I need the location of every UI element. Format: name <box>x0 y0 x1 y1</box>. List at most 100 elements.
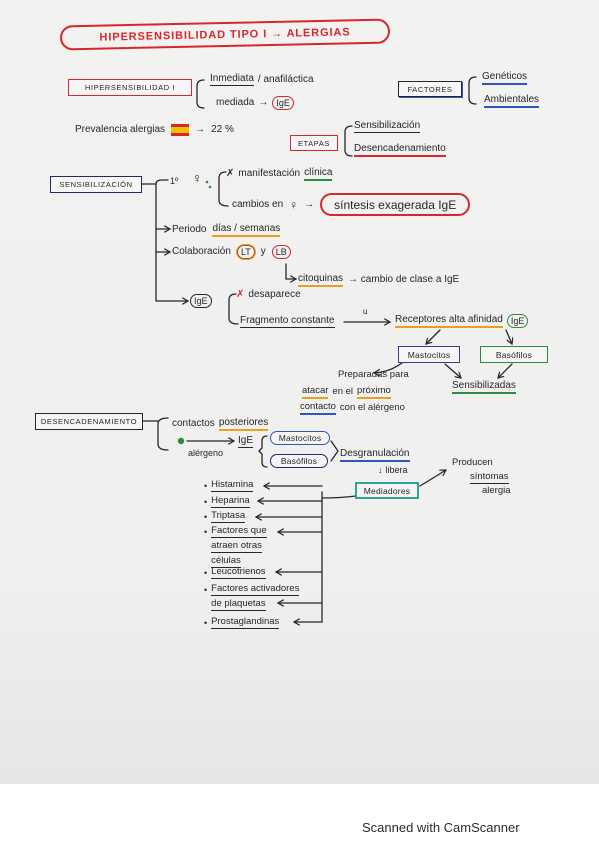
mediador-factores-line: Factores que <box>211 525 267 538</box>
link-mediadores-list <box>321 495 357 499</box>
desaparece-text: desaparece <box>248 289 301 300</box>
list-item: • Prostaglandinas <box>204 616 280 631</box>
sensibilizacion-box: SENSIBILIZACIÓN <box>50 176 142 193</box>
bullet-icon: • <box>204 585 208 595</box>
manifestacion-text: manifestación <box>238 168 301 179</box>
arrow-preparadas <box>374 362 403 373</box>
ige-node: IgE <box>190 294 212 308</box>
etapa-desencadenamiento: Desencadenamiento <box>354 143 446 157</box>
anafilactica-text: / anafiláctica <box>257 73 314 85</box>
branch-first <box>155 179 169 185</box>
inmediata-text: Inmediata <box>210 73 254 86</box>
factores-box: FACTORES <box>398 81 462 97</box>
basofilos-oval: Basófilos <box>270 454 328 468</box>
desgranulacion-text: Desgranulación <box>340 448 410 462</box>
arrow-icon: → <box>304 198 315 210</box>
bullet-icon: • <box>204 568 208 578</box>
posteriores-text: posteriores <box>218 417 269 431</box>
contacto-row: contacto con el alérgeno <box>300 401 405 415</box>
factor-geneticos: Genéticos <box>482 71 528 85</box>
allergen-dot <box>177 437 185 445</box>
ige-text: IgE <box>238 435 254 448</box>
bracket-desencadenamiento <box>157 417 169 451</box>
prevalencia-label: Prevalencia alergias <box>75 124 166 135</box>
sintomas-text: síntomas <box>470 471 509 484</box>
desaparece-row: ✗ desaparece <box>236 289 301 301</box>
atacar-text: atacar <box>302 385 329 399</box>
libera-text: libera <box>385 465 408 475</box>
periodo-value: días / semanas <box>212 223 281 237</box>
receptores-text: Receptores alta afinidad <box>395 314 503 328</box>
conjunction-text: y <box>260 246 266 257</box>
receptores-ige-badge: IgE <box>506 314 529 328</box>
receptores-row: Receptores alta afinidad IgE <box>395 314 529 328</box>
mediada-text: mediada <box>216 97 255 108</box>
arrow-mark: u <box>363 307 368 316</box>
arrow-mastocitos <box>426 329 441 344</box>
bullet-icon: • <box>204 497 208 507</box>
clinica-text: clínica <box>304 167 333 181</box>
list-item: • Factores activadores de plaquetas <box>204 583 300 613</box>
cross-icon: ✗ <box>226 168 235 179</box>
mediador-plaquetas-line: Factores activadores <box>211 583 300 596</box>
branch-citoquinas <box>285 263 296 279</box>
hipersensibilidad-box: HIPERSENSIBILIDAD I <box>68 79 192 96</box>
lt-badge: LT <box>236 245 255 259</box>
etapa-sensibilizacion: Sensibilización <box>354 120 421 133</box>
arrow-icon: → <box>195 124 206 135</box>
bracket-ige <box>228 293 239 325</box>
ige-badge: IgE <box>272 96 294 110</box>
desencadenamiento-box: DESENCADENAMIENTO <box>35 413 143 430</box>
list-item: • Factores que atraen otras células <box>204 525 267 570</box>
ordinal-first: 1º <box>170 176 179 186</box>
prevalencia-row: Prevalencia alergias → 22 % <box>75 124 234 136</box>
list-item: • Heparina <box>204 495 250 510</box>
bullet-icon: • <box>204 527 208 537</box>
person-icon: ♀ <box>192 170 203 186</box>
fragmento-text: Fragmento constante <box>240 315 335 328</box>
list-item: • Triptasa <box>204 510 246 525</box>
mediador-prostaglandinas: Prostaglandinas <box>211 616 280 629</box>
arrow-sensibilizadas-2 <box>498 363 513 378</box>
producen-text: Producen <box>452 457 493 468</box>
mediador-leucotrienos: Leucotrienos <box>211 566 266 579</box>
atacar-row: atacar en el próximo <box>302 385 391 399</box>
bullet-icon: • <box>204 618 208 628</box>
inmediata-row: Inmediata / anafiláctica <box>210 73 314 86</box>
mediador-factores-line: células <box>211 555 241 568</box>
proximo-text: próximo <box>357 385 391 399</box>
preparadas-text: Preparadas para <box>338 369 409 380</box>
citoquinas-text: citoquinas <box>298 273 344 287</box>
list-item: • Leucotrienos <box>204 566 266 581</box>
brace-celulas <box>258 435 268 468</box>
bullet-icon: • <box>204 512 208 522</box>
arrow-icon: → <box>258 97 269 108</box>
alergia-text: alergia <box>482 485 511 496</box>
citoquinas-row: citoquinas → cambio de clase a IgE <box>298 273 459 287</box>
cambios-row: cambios en ♀ → síntesis exagerada IgE <box>232 193 471 216</box>
manifestacion-row: ✗ manifestación clínica <box>226 167 333 181</box>
libera-row: ↓ libera <box>378 464 408 476</box>
colaboracion-row: Colaboración LT y LB <box>172 245 291 259</box>
cross-icon: ✗ <box>236 289 245 300</box>
contactos-text: contactos <box>172 418 215 429</box>
mediador-factores-line: atraen otras <box>211 540 262 553</box>
lb-badge: LB <box>271 245 291 259</box>
bracket-etapas <box>344 125 353 157</box>
arrow-basofilos <box>505 329 512 344</box>
arrow-down-icon: ↓ <box>378 465 383 475</box>
mediador-histamina: Histamina <box>211 479 254 492</box>
basofilos-box: Basófilos <box>480 346 548 363</box>
etapas-box: ETAPAS <box>290 135 338 151</box>
green-dots <box>177 180 212 445</box>
mediada-row: mediada → IgE <box>216 96 294 110</box>
list-item: • Histamina <box>204 479 254 494</box>
cambio-clase-text: → cambio de clase a IgE <box>348 274 460 285</box>
bracket-first <box>218 171 229 207</box>
sintesis-highlight: síntesis exagerada IgE <box>320 193 471 216</box>
sensibilizacion-trunk <box>141 183 157 302</box>
arrow-producen <box>419 469 446 487</box>
mastocitos-box: Mastocitos <box>398 346 460 363</box>
